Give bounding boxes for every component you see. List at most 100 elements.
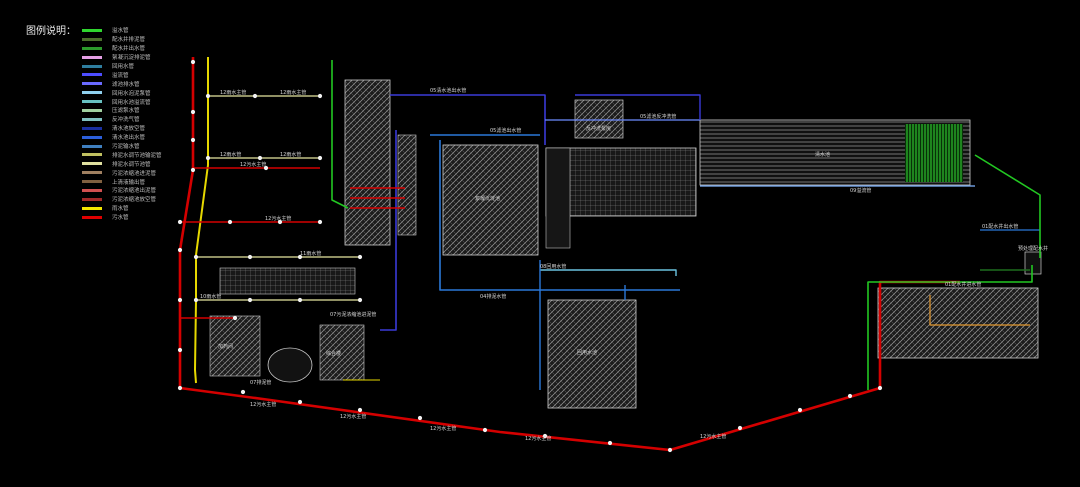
label-back: 05清水池出水管 xyxy=(430,87,466,94)
legend-label: 压滤泵水管 xyxy=(112,108,140,115)
overflow-pipe xyxy=(331,60,349,209)
legend-item: 污泥浓缩池出泥管 xyxy=(82,186,162,195)
legend-item: 污水管 xyxy=(82,213,162,222)
legend-item: 配水井出水管 xyxy=(82,44,162,53)
manhole-node xyxy=(205,93,211,99)
manhole-node xyxy=(252,93,258,99)
legend-swatch xyxy=(82,126,102,130)
legend-label: 排泥水调节池管 xyxy=(112,161,151,168)
dosing-house xyxy=(209,315,261,377)
legend-swatch xyxy=(82,37,102,41)
rain-pipe xyxy=(194,57,209,384)
label-well: 预处理配水井 xyxy=(1018,245,1048,252)
legend-label: 反冲洗气管 xyxy=(112,117,140,124)
manhole-node xyxy=(177,297,183,303)
legend-swatch xyxy=(82,73,102,77)
pipes xyxy=(178,57,1041,452)
label-04: 04排泥水管 xyxy=(480,293,506,300)
manhole-node xyxy=(357,297,363,303)
manhole-node xyxy=(257,155,263,161)
legend-label: 污泥浓缩池放空管 xyxy=(112,197,157,204)
label-07b: 07污泥浓缩池进泥管 xyxy=(330,311,376,318)
legend-item: 污泥浓缩池进泥管 xyxy=(82,168,162,177)
inlet-pipe xyxy=(974,154,1041,258)
legend-swatch xyxy=(82,55,102,59)
legend-label: 污泥浓缩池出泥管 xyxy=(112,188,157,195)
label-rain2: 12雨水管 xyxy=(280,151,301,158)
legend-item: 清水池放空管 xyxy=(82,124,162,133)
legend-label: 清水池出水管 xyxy=(112,135,146,142)
sedimentation-tank xyxy=(442,144,539,256)
label-over: 01配水井进水管 xyxy=(945,281,981,288)
manhole-node xyxy=(193,297,199,303)
legend-label: 溢流管 xyxy=(112,72,129,79)
legend: 溢水管配水井排泥管配水井出水管絮凝沉淀排泥管回用水管溢流管滤池排水管回用水泡泥泵… xyxy=(82,26,162,222)
label-08: 08回用水管 xyxy=(540,263,566,270)
label-rain1: 12雨水管 xyxy=(220,151,241,158)
clear-water-outlet xyxy=(390,94,546,145)
legend-label: 污泥输水管 xyxy=(112,144,140,151)
legend-label: 回用水管 xyxy=(112,64,135,70)
legend-item: 配水井排泥管 xyxy=(82,35,162,44)
label-clear-pool: 清水池 xyxy=(815,151,830,158)
manhole-node xyxy=(205,155,211,161)
manhole-node xyxy=(190,59,196,65)
legend-swatch xyxy=(82,153,102,157)
legend-label: 污泥浓缩池进泥管 xyxy=(112,170,157,177)
legend-swatch xyxy=(82,206,102,210)
manhole-node xyxy=(177,219,183,225)
label-sewer4: 12污水主管 xyxy=(340,413,366,420)
manhole-node xyxy=(607,440,613,446)
label-reuse-pool: 回用水池 xyxy=(577,349,597,356)
label-back2: 05滤池出水管 xyxy=(490,127,521,134)
legend-swatch xyxy=(82,188,102,192)
legend-label: 配水井出水管 xyxy=(112,46,146,53)
manhole-node xyxy=(277,219,283,225)
legend-item: 反冲洗气管 xyxy=(82,115,162,124)
manhole-node xyxy=(357,254,363,260)
legend-label: 雨水管 xyxy=(112,206,129,213)
manhole-node xyxy=(190,109,196,115)
legend-item: 絮凝沉淀排泥管 xyxy=(82,53,162,62)
manhole-node xyxy=(542,433,548,439)
manhole-node xyxy=(482,427,488,433)
legend-item: 回用水管 xyxy=(82,62,162,71)
legend-swatch xyxy=(82,171,102,175)
legend-item: 上清液输出管 xyxy=(82,177,162,186)
legend-label: 清水池放空管 xyxy=(112,126,146,133)
plant-room xyxy=(319,324,365,381)
manhole-node xyxy=(667,447,673,453)
legend-label: 配水井排泥管 xyxy=(112,37,146,44)
manhole-node xyxy=(190,137,196,143)
manhole-node xyxy=(317,155,323,161)
label-07: 07排泥管 xyxy=(250,379,271,386)
manhole-node xyxy=(263,165,269,171)
manhole-node xyxy=(247,254,253,260)
label-10: 10雨水管 xyxy=(200,293,221,300)
manhole-node xyxy=(193,254,199,260)
manhole-node xyxy=(417,415,423,421)
structures xyxy=(209,79,1042,409)
legend-item: 污泥输水管 xyxy=(82,142,162,151)
treatment-plant-east xyxy=(877,287,1039,359)
legend-item: 滤池排水管 xyxy=(82,79,162,88)
legend-label: 回用水池溢流管 xyxy=(112,99,151,106)
manhole-node xyxy=(240,389,246,395)
manhole-node xyxy=(297,297,303,303)
legend-item: 排泥水调节池输泥管 xyxy=(82,150,162,159)
manhole-node xyxy=(190,167,196,173)
building-stack xyxy=(344,79,391,246)
legend-swatch xyxy=(82,46,102,50)
label-sewer6: 12污水主管 xyxy=(525,435,551,442)
legend-label: 污水管 xyxy=(112,215,129,222)
label-sewer2: 12污水主管 xyxy=(265,215,291,222)
manhole-node xyxy=(317,219,323,225)
legend-label: 回用水泡泥泵管 xyxy=(112,90,151,97)
legend-item: 回用水池溢流管 xyxy=(82,97,162,106)
legend-item: 压滤泵水管 xyxy=(82,106,162,115)
pipe-labels: 絮凝沉淀池 清水池 反冲洗泵房 回用水池 加药间 综合楼 预处理配水井 12雨水… xyxy=(200,87,1048,442)
legend-item: 雨水管 xyxy=(82,204,162,213)
legend-swatch xyxy=(82,162,102,166)
legend-swatch xyxy=(82,82,102,86)
